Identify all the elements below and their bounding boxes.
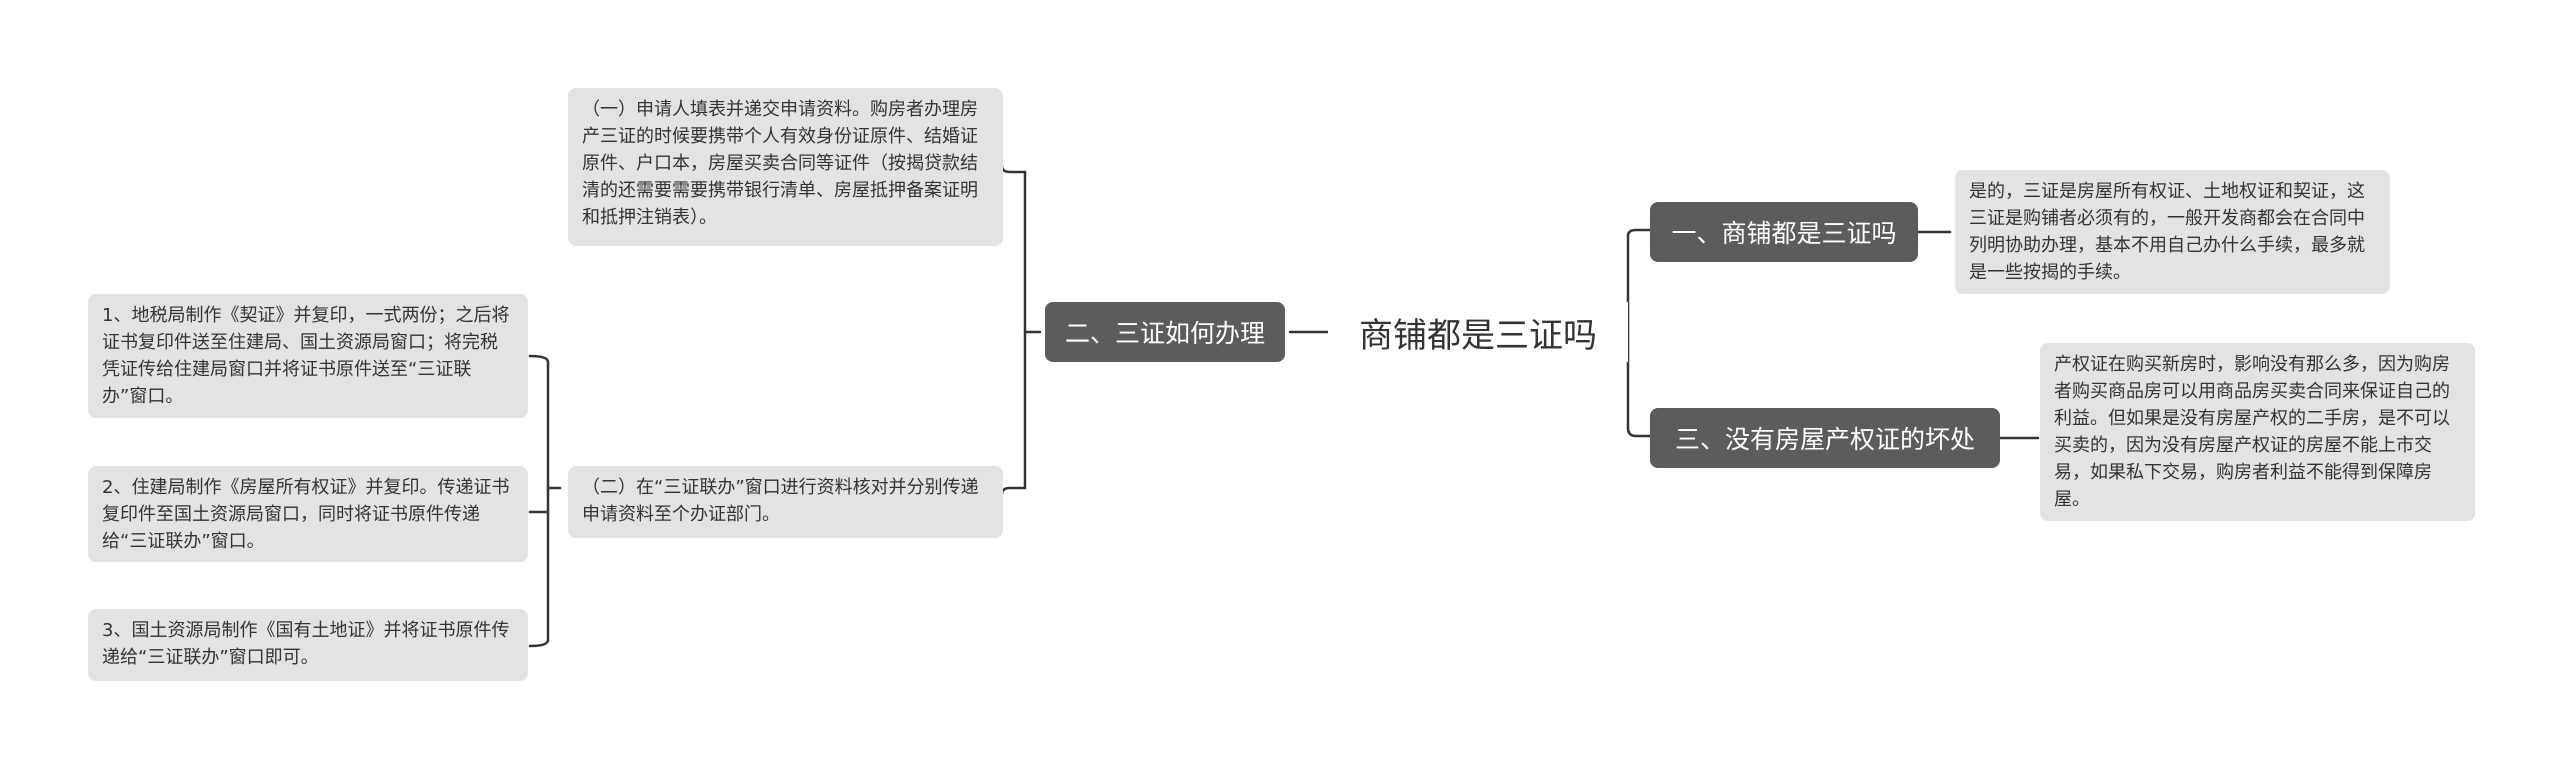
branch-1: 一、商铺都是三证吗 bbox=[1650, 202, 1918, 262]
branch-3: 三、没有房屋产权证的坏处 bbox=[1650, 408, 2000, 468]
branch-2: 二、三证如何办理 bbox=[1045, 302, 1285, 362]
leaf-b3-1: 产权证在购买新房时，影响没有那么多，因为购房者购买商品房可以用商品房买卖合同来保… bbox=[2040, 343, 2475, 521]
leaf-b2-1: （一）申请人填表并递交申请资料。购房者办理房产三证的时候要携带个人有效身份证原件… bbox=[568, 88, 1003, 246]
leaf-b2-2: （二）在“三证联办”窗口进行资料核对并分别传递申请资料至个办证部门。 bbox=[568, 466, 1003, 538]
leaf-b2-2-sub-1: 1、地税局制作《契证》并复印，一式两份；之后将证书复印件送至住建局、国土资源局窗… bbox=[88, 294, 528, 418]
right-bracket bbox=[1626, 228, 1657, 438]
root-topic: 商铺都是三证吗 bbox=[1328, 302, 1628, 362]
leaf-b1-1: 是的，三证是房屋所有权证、土地权证和契证，这三证是购铺者必须有的，一般开发商都会… bbox=[1955, 170, 2390, 294]
b2-bracket bbox=[1000, 164, 1027, 496]
leaf-b2-2-sub-2: 2、住建局制作《房屋所有权证》并复印。传递证书复印件至国土资源局窗口，同时将证书… bbox=[88, 466, 528, 562]
b2l2-bracket bbox=[528, 354, 550, 648]
leaf-b2-2-sub-3: 3、国土资源局制作《国有土地证》并将证书原件传递给“三证联办”窗口即可。 bbox=[88, 609, 528, 681]
